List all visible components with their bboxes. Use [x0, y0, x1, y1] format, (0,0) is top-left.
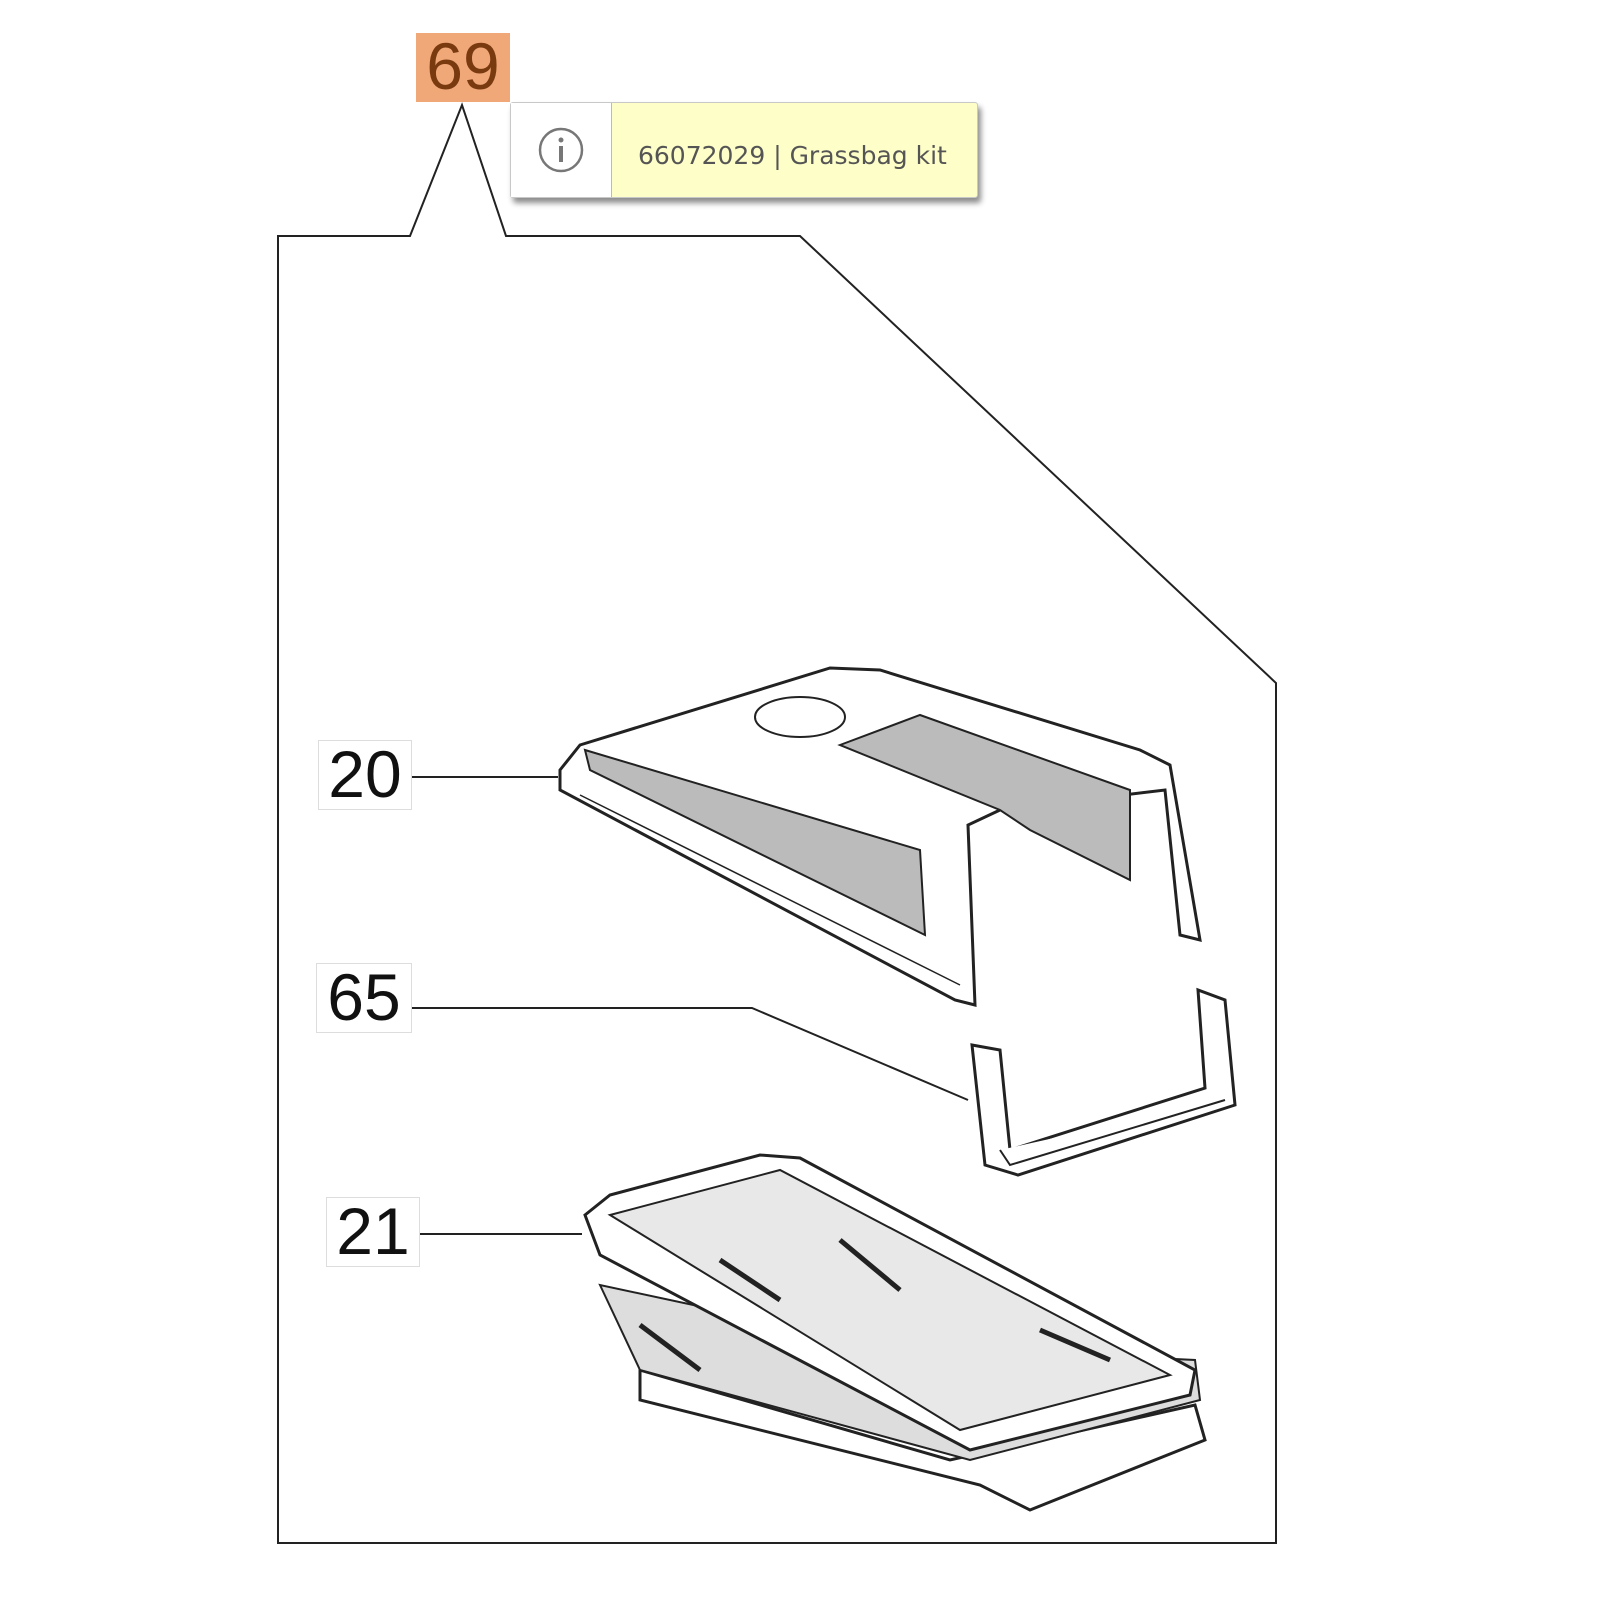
kit-outline	[277, 102, 1277, 1544]
part-20-grassbag-top	[558, 666, 1202, 1007]
leader-65	[410, 1007, 969, 1101]
part-65-frame	[970, 987, 1237, 1177]
info-icon	[511, 103, 612, 197]
part-21-grassbag-bottom	[583, 1153, 1207, 1512]
callout-20[interactable]: 20	[318, 740, 412, 810]
callout-21[interactable]: 21	[326, 1197, 420, 1267]
part-tooltip: 66072029 | Grassbag kit	[510, 102, 978, 198]
callout-65[interactable]: 65	[316, 963, 412, 1033]
tooltip-text: 66072029 | Grassbag kit	[638, 140, 947, 170]
callout-69[interactable]: 69	[416, 33, 510, 102]
